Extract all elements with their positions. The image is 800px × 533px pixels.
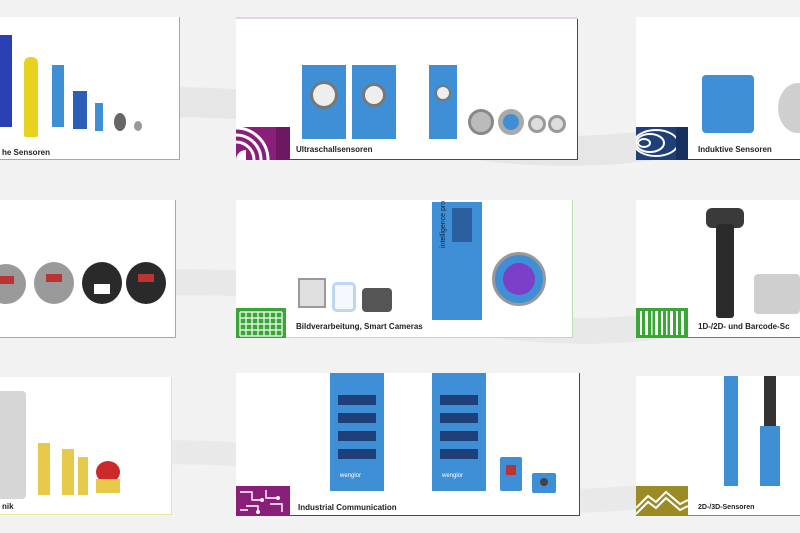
product-image <box>362 288 392 312</box>
ultrasonic-waves-icon <box>236 127 290 160</box>
product-image: intelligence pro <box>432 200 482 320</box>
product-image <box>95 103 103 131</box>
product-image <box>760 426 780 486</box>
product-image <box>302 65 346 139</box>
product-image <box>52 65 64 127</box>
card-border <box>286 336 573 338</box>
product-image: wenglor <box>432 373 486 491</box>
card-border <box>578 373 580 516</box>
product-image <box>96 479 120 493</box>
product-image <box>754 274 800 314</box>
product-image <box>429 65 457 139</box>
product-image <box>764 376 776 426</box>
card-border <box>290 514 580 516</box>
product-image <box>716 224 734 318</box>
category-label: 2D-/3D-Sensoren <box>698 504 755 511</box>
card-border <box>688 514 800 516</box>
category-card-inductive-sensors[interactable]: Induktive Sensoren <box>636 17 800 160</box>
product-image <box>498 109 524 135</box>
product-image <box>0 264 26 304</box>
card-border <box>688 158 800 160</box>
card-border <box>236 17 578 19</box>
card-border <box>571 200 573 338</box>
inductive-field-icon <box>636 127 688 160</box>
product-image <box>528 115 546 133</box>
category-card-pressure-sensors[interactable] <box>0 200 176 338</box>
category-card-safety-technology[interactable]: nik <box>0 377 172 515</box>
category-label: 1D-/2D- und Barcode-Sc <box>698 322 790 331</box>
card-border <box>0 158 180 160</box>
product-image <box>548 115 566 133</box>
category-card-barcode-scanners[interactable]: 1D-/2D- und Barcode-Sc <box>636 200 800 338</box>
category-card-image-processing[interactable]: intelligence pro Bildverarbeitung, Smart… <box>236 200 573 338</box>
category-card-optical-sensors[interactable]: he Sensoren <box>0 17 180 160</box>
profile-terrain-icon <box>636 486 688 516</box>
product-image <box>298 278 326 308</box>
product-image <box>78 457 88 495</box>
product-image <box>0 391 26 499</box>
category-card-industrial-communication[interactable]: wenglor wenglor Industrial Communication <box>236 373 580 516</box>
card-border <box>0 513 172 515</box>
product-image <box>332 282 356 312</box>
device-brand-text: wenglor <box>340 473 362 479</box>
pixel-grid-icon <box>236 308 286 338</box>
product-image <box>73 91 87 129</box>
product-image <box>706 208 744 228</box>
product-image <box>532 473 556 493</box>
category-label: Industrial Communication <box>298 503 397 512</box>
product-image <box>724 376 738 486</box>
device-brand-text: intelligence pro <box>440 200 447 248</box>
product-image <box>82 262 122 304</box>
product-image <box>500 457 522 491</box>
category-label: Induktive Sensoren <box>698 145 772 154</box>
product-image <box>468 109 494 135</box>
card-border <box>0 336 176 338</box>
category-label: Ultraschallsensoren <box>296 145 373 154</box>
card-border <box>290 158 578 160</box>
product-image <box>702 75 754 133</box>
card-border <box>688 336 800 338</box>
category-label: nik <box>2 502 14 511</box>
circuit-icon <box>236 486 290 516</box>
product-image <box>352 65 396 139</box>
product-image <box>126 262 166 304</box>
card-border <box>178 17 180 160</box>
product-image <box>38 443 50 495</box>
product-image <box>778 83 800 133</box>
card-border <box>576 17 578 160</box>
product-image: wenglor <box>330 373 384 491</box>
product-image <box>96 461 120 483</box>
device-brand-text: wenglor <box>442 473 464 479</box>
product-image <box>34 262 74 304</box>
barcode-icon <box>636 308 688 338</box>
product-image <box>114 113 126 131</box>
product-image <box>0 35 12 127</box>
category-card-2d-3d-sensors[interactable]: 2D-/3D-Sensoren <box>636 376 800 516</box>
card-border <box>170 377 172 515</box>
category-label: he Sensoren <box>2 148 51 157</box>
product-image <box>62 449 74 495</box>
card-border <box>174 200 176 338</box>
product-image <box>492 252 546 306</box>
product-image <box>134 121 142 131</box>
category-label: Bildverarbeitung, Smart Cameras <box>296 322 423 331</box>
category-card-ultrasonic-sensors[interactable]: Ultraschallsensoren <box>236 17 578 160</box>
product-image <box>24 57 38 137</box>
